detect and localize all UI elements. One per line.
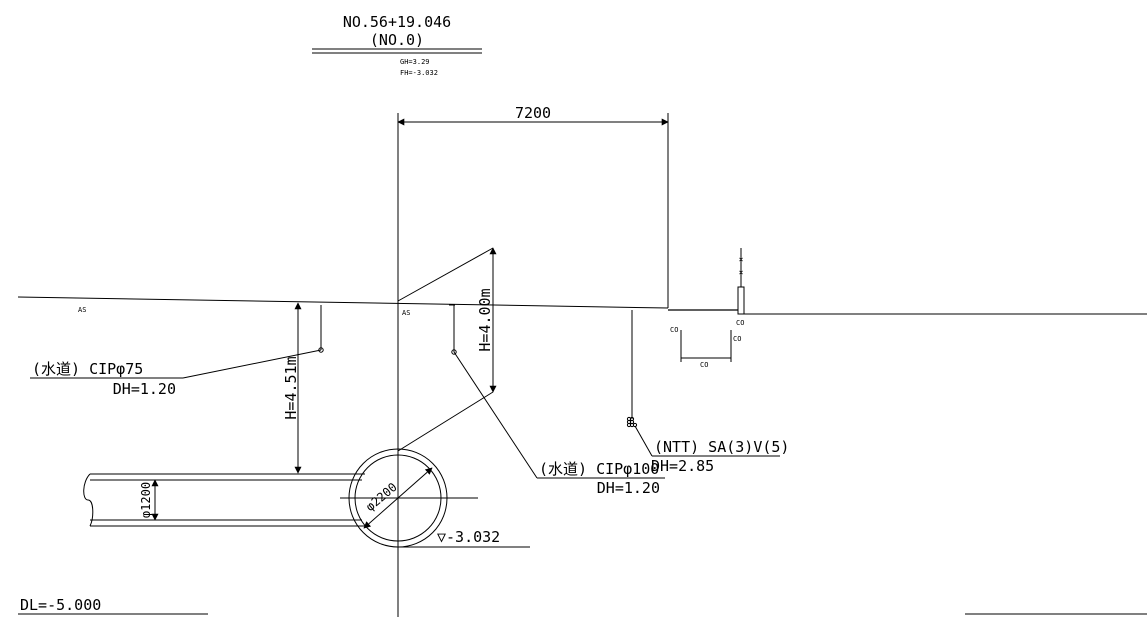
fence-mark-2: × <box>739 268 744 277</box>
water75-leader-line <box>182 349 322 379</box>
branch-pipe-break-line <box>83 473 94 527</box>
branch-pipe: φ1200 <box>83 473 365 527</box>
fence-mark-1: × <box>739 255 744 264</box>
invert-level-label: ▽-3.032 <box>437 528 500 546</box>
utility-water-75: (水道) CIPφ75 DH=1.20 <box>30 305 324 398</box>
as-label-center: AS <box>402 309 410 317</box>
fence-post <box>737 286 745 315</box>
ntt-label: (NTT) SA(3)V(5) <box>654 438 789 456</box>
formation-height: FH=-3.032 <box>400 69 438 77</box>
branch-diameter-label: φ1200 <box>139 482 153 518</box>
co-label-4: CO <box>700 361 708 369</box>
water100-pipe-symbol <box>451 349 457 355</box>
depth-right-lower-diagonal <box>397 391 494 452</box>
depth-right-label: H=4.00m <box>476 288 494 351</box>
depth-right-upper-diagonal <box>397 247 494 302</box>
station-sub: (NO.0) <box>370 31 424 49</box>
ntt-depth: DH=2.85 <box>651 457 714 475</box>
depth-dimension-right: H=4.00m <box>397 247 497 452</box>
station-number: NO.56+19.046 <box>343 13 451 31</box>
water75-label: (水道) CIPφ75 <box>32 360 143 378</box>
depth-dimension-left: H=4.51m <box>282 302 302 474</box>
utility-water-100: (水道) CIPφ100 DH=1.20 <box>449 304 665 497</box>
station-header: NO.56+19.046 (NO.0) GH=3.29 FH=-3.032 <box>312 13 482 77</box>
water100-leader-line <box>453 351 538 479</box>
invert-level: ▽-3.032 <box>398 528 530 548</box>
utility-ntt: (NTT) SA(3)V(5) DH=2.85 <box>626 310 789 475</box>
as-label-left: AS <box>78 306 86 314</box>
datum-line: DL=-5.000 <box>18 596 1147 615</box>
main-diameter-label: φ2200 <box>363 480 400 514</box>
depth-left-label: H=4.51m <box>282 356 300 419</box>
width-dimension-label: 7200 <box>515 104 551 122</box>
co-label-1: CO <box>670 326 678 334</box>
co-label-3: CO <box>733 335 741 343</box>
main-diameter-line <box>363 467 433 529</box>
ground-height: GH=3.29 <box>400 58 430 66</box>
ground-surface: × × AS AS CO CO CO CO <box>17 248 1147 369</box>
water75-depth: DH=1.20 <box>113 380 176 398</box>
road-surface-line <box>17 296 669 309</box>
ntt-leader-line <box>634 425 653 457</box>
water100-depth: DH=1.20 <box>597 479 660 497</box>
width-dimension: 7200 <box>397 104 669 308</box>
datum-label: DL=-5.000 <box>20 596 101 614</box>
water100-label: (水道) CIPφ100 <box>539 460 659 478</box>
co-label-2: CO <box>736 319 744 327</box>
